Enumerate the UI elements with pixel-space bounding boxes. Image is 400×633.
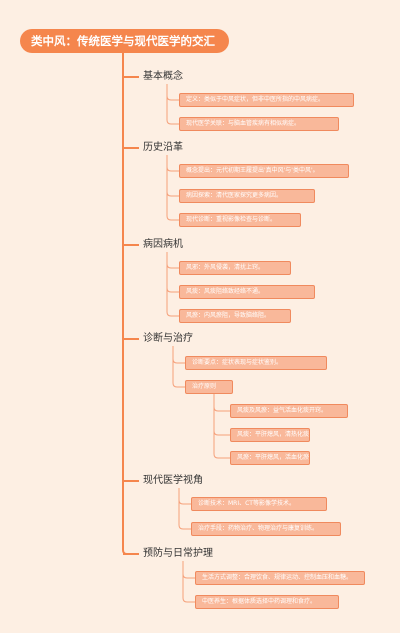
leaf-connector-line bbox=[182, 561, 195, 579]
leaf-connector-line bbox=[178, 488, 191, 505]
leaf-connector-line bbox=[166, 155, 179, 197]
leaf-connector-line bbox=[166, 84, 179, 125]
category-node[interactable]: 诊断与治疗 bbox=[143, 333, 193, 344]
leaf-node[interactable]: 现代诊断：重视影像检查与诊断。 bbox=[179, 213, 301, 227]
leaf-connector-line bbox=[166, 252, 179, 269]
subleaf-connector-line bbox=[213, 394, 230, 459]
leaf-node[interactable]: 诊断技术：MRI、CT等影像学技术。 bbox=[191, 497, 327, 511]
leaf-node[interactable]: 治疗原则 bbox=[185, 380, 233, 394]
root-topic[interactable]: 类中风：传统医学与现代医学的交汇 bbox=[20, 29, 229, 53]
leaf-connector-line bbox=[166, 84, 179, 101]
leaf-node[interactable]: 治疗手段：药物治疗、物理治疗与康复训练。 bbox=[191, 522, 341, 536]
category-node[interactable]: 历史沿革 bbox=[143, 142, 183, 153]
leaf-node[interactable]: 诊断要点：症状表现与症状鉴别。 bbox=[185, 356, 327, 370]
leaf-node[interactable]: 风瘀：内风瘀阻，导致脑络阻。 bbox=[179, 309, 291, 323]
leaf-node[interactable]: 风痰：风痰阻络致经络不通。 bbox=[179, 285, 315, 299]
subleaf-node[interactable]: 风痰及风瘀：益气活血化痰开窍。 bbox=[230, 404, 348, 418]
leaf-connector-line bbox=[166, 252, 179, 293]
leaf-node[interactable]: 生活方式调整：合理饮食、规律运动、控制血压和血糖。 bbox=[195, 571, 365, 585]
subleaf-node[interactable]: 风瘀：平肝熄风，活血化瘀。 bbox=[230, 451, 310, 465]
subleaf-connector-line bbox=[213, 394, 230, 412]
leaf-connector-line bbox=[172, 346, 185, 364]
leaf-node[interactable]: 概念提出：元代初期王履提出'真中风'与'类中风'。 bbox=[179, 164, 349, 178]
leaf-connector-line bbox=[166, 252, 179, 317]
leaf-node[interactable]: 定义：类似于中风症状，但非中医所指的中风病症。 bbox=[179, 93, 354, 107]
category-node[interactable]: 病因病机 bbox=[143, 239, 183, 250]
category-node[interactable]: 基本概念 bbox=[143, 71, 183, 82]
leaf-connector-line bbox=[178, 488, 191, 530]
leaf-node[interactable]: 病因探索：清代医家探究更多病因。 bbox=[179, 189, 315, 203]
leaf-connector-line bbox=[182, 561, 195, 603]
subleaf-connector-line bbox=[213, 394, 230, 436]
leaf-node[interactable]: 现代医学关联：与脑血管疾病有相似病症。 bbox=[179, 117, 339, 131]
leaf-node[interactable]: 风邪：外风侵袭，清扰上窍。 bbox=[179, 261, 291, 275]
category-node[interactable]: 现代医学视角 bbox=[143, 475, 203, 486]
leaf-connector-line bbox=[166, 155, 179, 172]
category-node[interactable]: 预防与日常护理 bbox=[143, 548, 213, 559]
leaf-node[interactable]: 中医养生：根据体质选择中药调理和食疗。 bbox=[195, 595, 339, 609]
subleaf-node[interactable]: 风痰：平肝熄风，清热化痰。 bbox=[230, 428, 310, 442]
leaf-connector-line bbox=[166, 155, 179, 221]
main-trunk-line bbox=[122, 53, 139, 555]
leaf-connector-line bbox=[172, 346, 185, 388]
